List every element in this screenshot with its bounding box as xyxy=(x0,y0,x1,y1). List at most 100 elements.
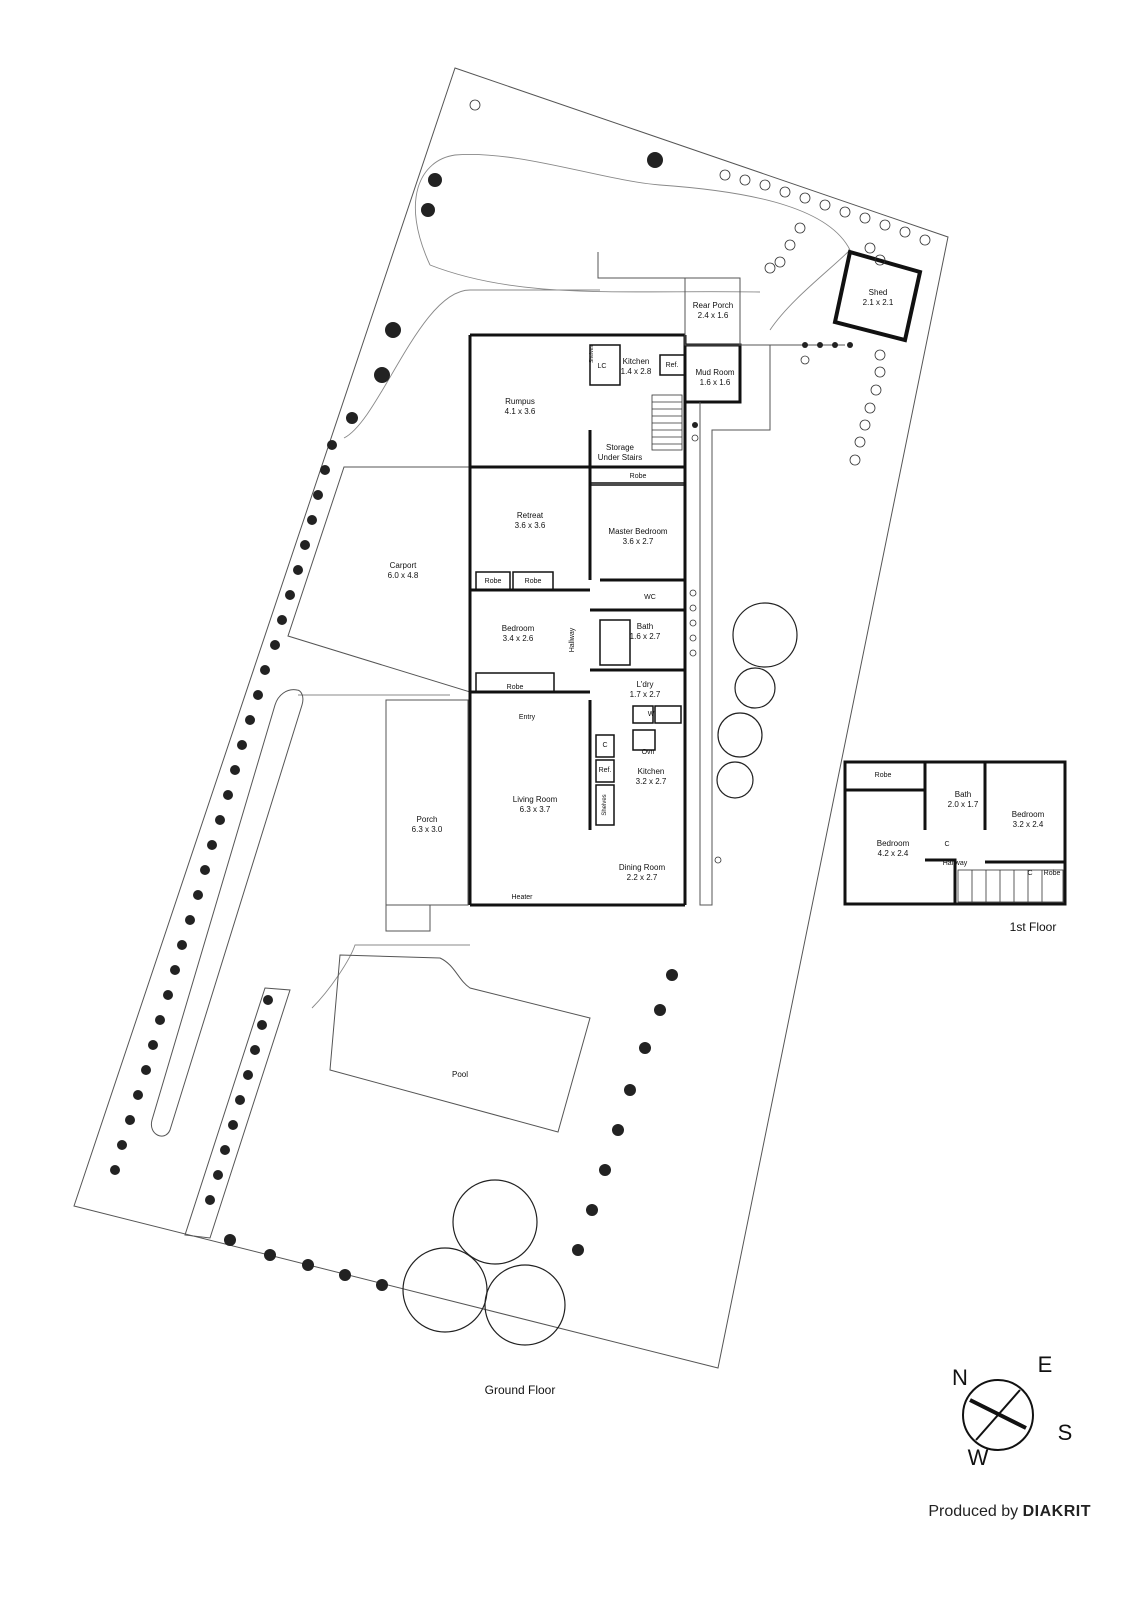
room-dims: 1.4 x 2.8 xyxy=(620,367,652,376)
room-name: Bath xyxy=(954,790,972,799)
room-dims: 3.4 x 2.6 xyxy=(502,634,534,643)
label-robe-b: Robe xyxy=(524,578,542,585)
first-floor-title: 1st Floor xyxy=(1009,920,1057,934)
compass-e: E xyxy=(1037,1352,1053,1377)
room-dims: 3.6 x 3.6 xyxy=(514,521,546,530)
room-name: Living Room xyxy=(512,795,558,804)
room-dims: 2.4 x 1.6 xyxy=(697,311,729,320)
label-robe-master: Robe xyxy=(629,473,647,480)
label-hallway: Hallway xyxy=(569,627,576,653)
label-shelves-rear: Shelves xyxy=(589,345,595,363)
room-dims: 3.2 x 2.4 xyxy=(1012,820,1044,829)
first-floor-walls xyxy=(843,760,1067,906)
trees xyxy=(402,602,798,1346)
label-shelves: Shelves xyxy=(602,794,608,816)
room-name: Shed xyxy=(868,288,888,297)
small-bushes xyxy=(469,99,931,864)
pool xyxy=(329,954,591,1133)
compass-w: W xyxy=(967,1445,989,1470)
compass-n: N xyxy=(952,1365,968,1390)
credit-prefix: Produced by xyxy=(928,1503,1019,1520)
ff-robe2: Robe xyxy=(1043,870,1061,877)
compass-rose xyxy=(962,1379,1034,1451)
room-name: L'dry xyxy=(636,680,654,689)
label-lc: LC xyxy=(597,363,607,370)
room-name: Bedroom xyxy=(876,839,910,848)
first-floor-stairs xyxy=(957,869,1064,903)
room-dims: 6.0 x 4.8 xyxy=(387,571,419,580)
label-entry: Entry xyxy=(518,714,536,721)
room-name: Pool xyxy=(451,1070,469,1079)
house-walls xyxy=(468,333,742,907)
label-w: W xyxy=(647,711,655,718)
room-dims: 3.6 x 2.7 xyxy=(622,537,654,546)
room-dims: 1.7 x 2.7 xyxy=(629,690,661,699)
room-dims: 1.6 x 1.6 xyxy=(699,378,731,387)
room-name: Dining Room xyxy=(618,863,666,872)
property-boundary xyxy=(73,67,949,1369)
ground-floor-title: Ground Floor xyxy=(484,1383,556,1397)
room-name: Bedroom xyxy=(1011,810,1045,819)
label-c: C xyxy=(602,742,608,749)
credit-brand: DIAKRIT xyxy=(1022,1503,1091,1520)
room-name: Rear Porch xyxy=(692,301,734,310)
shrubs xyxy=(110,152,853,1291)
ff-robe: Robe xyxy=(874,772,892,779)
room-dims: 1.6 x 2.7 xyxy=(629,632,661,641)
label-wc: WC xyxy=(644,594,656,601)
room-name: Rumpus xyxy=(505,397,535,406)
garden-paths xyxy=(298,153,851,1009)
room-dims: 2.2 x 2.7 xyxy=(626,873,658,882)
carport xyxy=(287,466,471,693)
room-name: Porch xyxy=(416,815,438,824)
ff-hallway: Hallway xyxy=(942,860,968,867)
room-name: Bedroom xyxy=(501,624,535,633)
stairs xyxy=(651,394,683,451)
room-dims: 6.3 x 3.0 xyxy=(411,825,443,834)
label-robe-a: Robe xyxy=(484,578,502,585)
room-dims: 3.2 x 2.7 xyxy=(635,777,667,786)
label-ovn: Ovn xyxy=(641,749,655,756)
room-dims: 4.1 x 3.6 xyxy=(504,407,536,416)
shed xyxy=(832,249,923,343)
room-dims: 4.2 x 2.4 xyxy=(877,849,909,858)
driveway xyxy=(150,689,304,1137)
room-name: Bath xyxy=(636,622,654,631)
compass-s: S xyxy=(1057,1420,1073,1445)
room-name: Mud Room xyxy=(695,368,735,377)
label-robe-bed: Robe xyxy=(506,684,524,691)
room-name: Kitchen xyxy=(637,767,665,776)
room-name: Carport xyxy=(389,561,417,570)
interior-partitions xyxy=(475,344,686,826)
room-name: Master Bedroom xyxy=(608,527,668,536)
room-pool: Pool xyxy=(452,1070,468,1080)
room-name: Retreat xyxy=(516,511,544,520)
porch xyxy=(385,699,469,932)
ff-c2: C xyxy=(1027,870,1033,877)
room-dims: 2.0 x 1.7 xyxy=(947,800,979,809)
label-ref-rear: Ref. xyxy=(665,362,679,369)
credit: Produced by DIAKRIT xyxy=(928,1503,1091,1521)
room-dims: Under Stairs xyxy=(597,453,643,462)
room-name: Storage xyxy=(605,443,635,452)
